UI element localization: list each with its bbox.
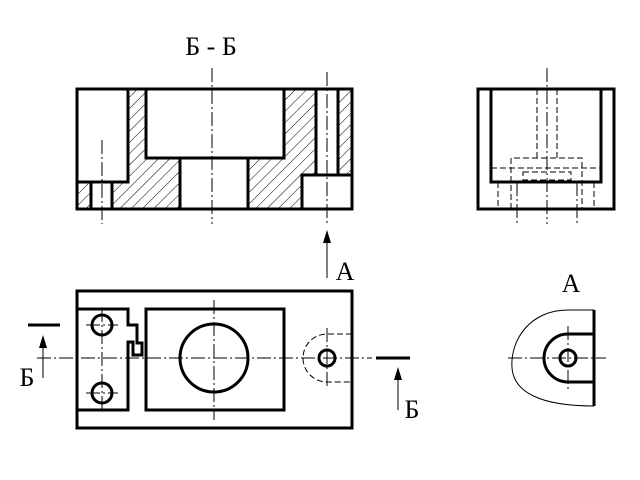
view-a-title: А bbox=[562, 269, 581, 298]
view-a: А bbox=[508, 269, 606, 407]
section-hatching bbox=[77, 89, 352, 208]
view-arrow-a: А bbox=[323, 230, 355, 286]
plan-view bbox=[37, 289, 372, 430]
side-view bbox=[476, 68, 616, 224]
section-title: Б - Б bbox=[185, 32, 237, 61]
section-outline bbox=[75, 87, 354, 211]
section-view-b-b: Б - Б bbox=[75, 32, 354, 224]
section-mark-left-label: Б bbox=[20, 363, 35, 392]
section-mark-left: Б bbox=[20, 323, 60, 392]
arrow-a-label: А bbox=[336, 257, 355, 286]
section-centerlines bbox=[101, 68, 328, 224]
section-mark-right-label: Б bbox=[405, 395, 420, 424]
section-mark-right: Б bbox=[376, 356, 420, 424]
